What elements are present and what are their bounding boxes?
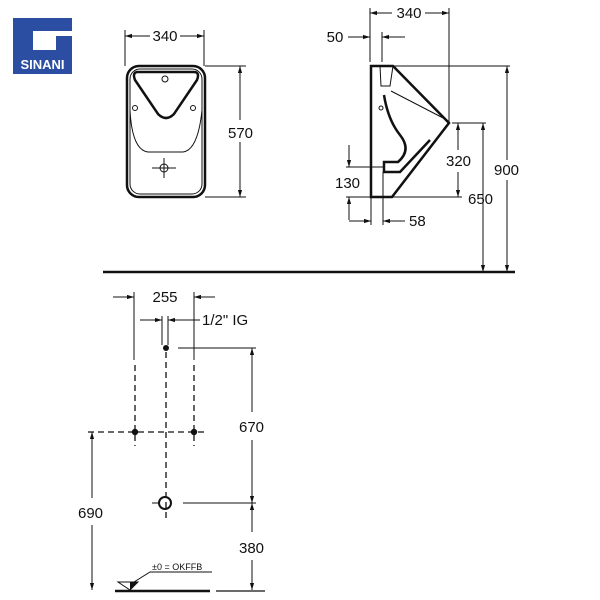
dim-hole-spacing: 255 — [152, 289, 177, 306]
dim-outlet-depth: 58 — [409, 213, 426, 230]
dim-outlet-height: 130 — [335, 175, 360, 192]
front-view: 340 570 — [124, 28, 253, 199]
side-view: 340 50 320 650 900 130 58 — [327, 5, 519, 272]
dim-lip-height: 320 — [446, 153, 471, 170]
dim-drain-height: 380 — [239, 540, 264, 557]
dim-width: 340 — [152, 28, 177, 45]
fixing-hole-right — [190, 428, 198, 436]
sinani-logo: SINANI — [13, 18, 72, 74]
dim-inlet-to-drain: 670 — [239, 419, 264, 436]
inlet-point — [163, 345, 169, 351]
logo-text: SINANI — [20, 57, 64, 72]
floor-reference-label: ±0 = OKFFB — [152, 562, 202, 572]
dim-offset-top: 50 — [327, 29, 344, 46]
installation-plan: 255 1/2" IG 670 380 690 ±0 = OKFFB — [78, 289, 265, 593]
dim-inlet: 1/2" IG — [202, 312, 248, 329]
dim-height: 570 — [228, 125, 253, 142]
dim-depth: 340 — [396, 5, 421, 22]
fixing-hole-left — [131, 428, 139, 436]
dim-hole-height: 690 — [78, 505, 103, 522]
dim-rim-height: 650 — [468, 191, 493, 208]
dim-total-height: 900 — [494, 162, 519, 179]
drain-outlet — [158, 496, 172, 510]
